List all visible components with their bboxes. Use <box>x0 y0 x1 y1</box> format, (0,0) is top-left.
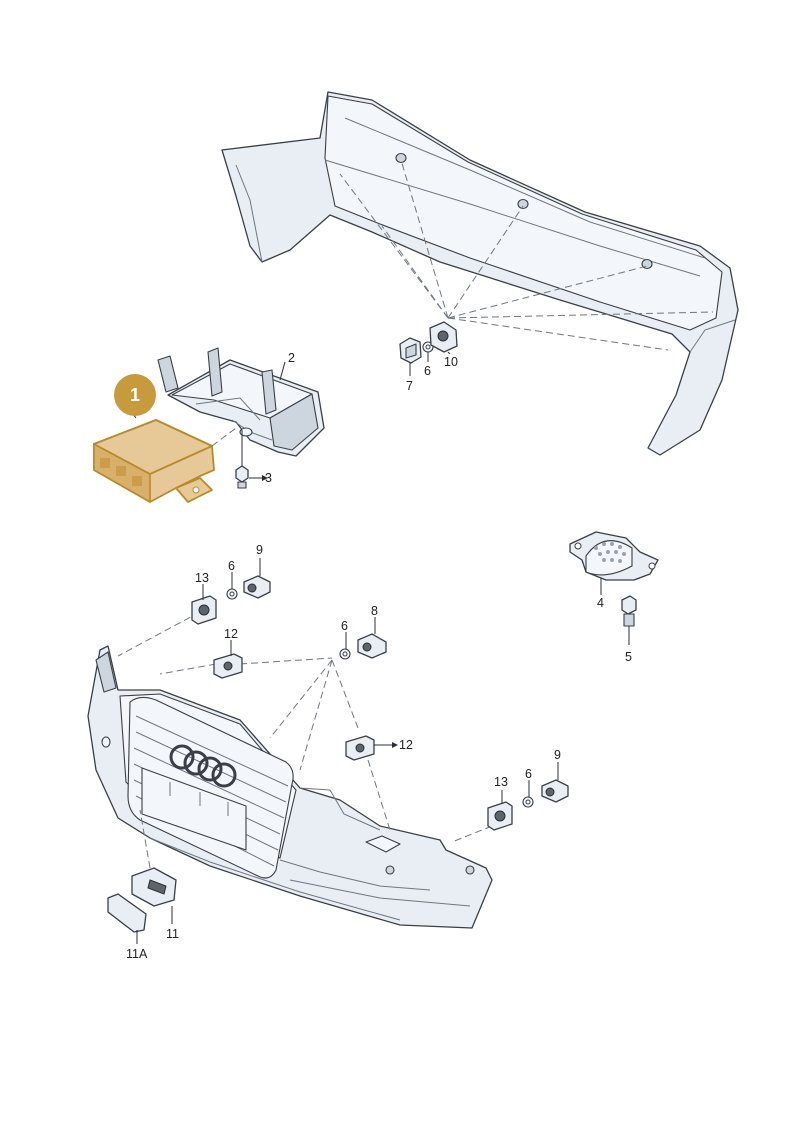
sensor-8 <box>357 633 387 659</box>
label-2: 2 <box>288 351 295 365</box>
front-holder-12b <box>345 735 398 761</box>
label-9-left: 9 <box>256 543 263 557</box>
label-10: 10 <box>444 355 458 369</box>
label-11: 11 <box>166 927 179 941</box>
label-6-right: 6 <box>525 767 532 781</box>
callout-labels: 2 3 7 6 10 9 6 13 12 6 8 12 4 5 13 6 9 1… <box>126 351 632 961</box>
label-3: 3 <box>265 471 272 485</box>
label-8: 8 <box>371 604 378 618</box>
label-12-lower: 12 <box>399 738 413 752</box>
front-sensor-group-left <box>191 558 271 625</box>
front-lead-lines <box>117 611 493 869</box>
label-13-right: 13 <box>494 775 508 789</box>
cover-11a <box>107 893 147 933</box>
rear-sensor-group <box>399 321 458 376</box>
item-badge-1: 1 <box>114 374 156 416</box>
front-grille <box>127 696 294 879</box>
label-5: 5 <box>625 650 632 664</box>
front-sensor-group-middle <box>339 617 387 660</box>
screw-3 <box>235 430 268 489</box>
label-7: 7 <box>406 379 413 393</box>
label-6-middle: 6 <box>341 619 348 633</box>
screw-5 <box>621 595 637 645</box>
label-4: 4 <box>597 596 604 610</box>
front-lower-parts <box>107 867 177 944</box>
rear-lead-lines <box>339 159 714 351</box>
audi-rings-logo-icon <box>169 744 237 788</box>
parking-aid-control-unit-1 <box>93 409 237 504</box>
warning-buzzer-4 <box>569 531 659 595</box>
sensor-9b <box>541 779 569 803</box>
bracket-2 <box>157 347 325 457</box>
rear-bumper <box>221 91 739 456</box>
label-13-left: 13 <box>195 571 209 585</box>
badge-number: 1 <box>130 385 140 405</box>
label-6-left: 6 <box>228 559 235 573</box>
label-11a: 11A <box>126 947 148 961</box>
label-9-right: 9 <box>554 748 561 762</box>
front-sensor-group-right <box>487 762 569 831</box>
sensor-9a <box>243 575 271 599</box>
label-12-upper: 12 <box>224 627 238 641</box>
label-6-rear: 6 <box>424 364 431 378</box>
front-holder-12a <box>213 640 243 679</box>
